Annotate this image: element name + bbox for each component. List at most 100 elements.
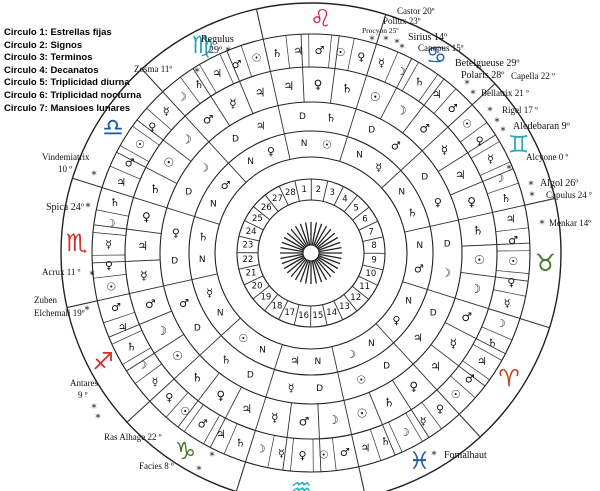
decan-glyph: ☉ [474,253,485,267]
ring-circle [91,33,531,473]
center-sun [280,222,342,284]
divider-line [109,165,141,180]
divider-line [103,312,135,324]
divider-line [108,310,172,338]
sun-ray [280,246,304,253]
divider-line [111,330,143,345]
divider-line [293,304,300,326]
divider-line [352,206,370,221]
divider-line [368,392,396,456]
divider-line [166,207,220,225]
zodiac-sign-sagittarius-icon: ♐ [92,348,114,376]
triplicity-night-glyph: ♀ [392,314,400,327]
divider-line [162,91,186,117]
star-asterisk-icon: * [399,42,405,55]
triplicity-night-glyph: ♄ [198,231,208,244]
wheel-spokes [66,8,556,491]
divider-line [450,168,514,196]
decan-glyph: ☿ [441,143,448,157]
star-asterisk-icon: * [431,449,437,462]
divider-line [329,35,340,104]
triplicity-night-glyph: ☉ [238,332,248,345]
term-glyph: ☽ [137,359,147,372]
divider-line [447,104,473,128]
divider-line [199,64,217,94]
term-glyph: ♂ [448,102,458,115]
mansion-number: 4 [342,194,347,204]
term-glyph: ☿ [105,238,112,251]
divider-line [471,83,496,106]
day-marker: D [421,172,428,182]
day-marker: D [316,384,323,394]
divider-line [343,195,358,212]
divider-line [487,182,519,194]
star-label-pollux: Pollux 23º [383,16,421,26]
sun-ray [315,228,332,248]
divider-line [209,386,242,448]
mansion-number: 27 [272,194,283,204]
zodiac-sign-libra-icon: ♎ [102,113,124,141]
divider-line [278,185,289,206]
divider-line [331,346,345,401]
term-glyph: ☿ [420,415,427,428]
sun-ray [311,260,318,284]
star-asterisk-icon: * [91,402,97,415]
triplicity-night-glyph: ♄ [407,206,417,219]
zodiac-sign-aquarius-icon: ♒ [290,473,312,491]
divider-line [436,389,460,415]
term-glyph: ♀ [165,391,173,404]
divider-line [238,235,260,242]
divider-line [366,43,377,76]
sun-ray [290,258,307,278]
term-glyph: ♃ [293,44,303,57]
mansion-number: 2 [316,185,321,195]
divider-line [495,227,529,232]
star-label-capulus: Capulus 24 º [546,190,592,200]
triplicity-night-glyph: ♂ [221,179,231,192]
divider-line [375,323,414,365]
term-glyph: ♄ [110,196,120,209]
ring-circle [214,156,408,350]
decan-glyph: ♃ [137,239,148,253]
decan-glyph: ☉ [370,90,381,104]
term-glyph: ♂ [232,58,242,71]
term-glyph: ♄ [127,340,137,353]
mansion-number: 7 [368,227,373,237]
mansion-number: 21 [246,269,257,279]
star-asterisk-icon: * [196,464,202,477]
legend-line: Circulo 2: Signos [4,39,83,51]
term-glyph: ♀ [357,50,365,63]
divider-line [450,375,476,399]
zodiac-sign-aries-icon: ♈ [498,365,520,393]
mansion-number: 15 [312,311,323,321]
triplicity-day-glyph: ♂ [391,140,401,153]
divider-line [352,285,369,300]
star-asterisk-icon: * [487,105,493,118]
triplicity-day-glyph: ♂ [179,297,189,310]
night-marker: N [405,296,412,306]
night-marker: N [356,150,363,160]
term-glyph: ♃ [212,67,222,80]
sun-ray [318,241,341,251]
term-glyph: ♄ [194,78,204,91]
mansion-number: 6 [362,214,367,224]
mansion-number: 28 [285,188,296,198]
decan-glyph: ♃ [455,168,466,182]
term-glyph: ♂ [508,234,518,247]
star-label-antares-degree: 9 º [78,390,88,400]
mansion-number: 11 [359,282,370,292]
divider-line [472,343,502,361]
sun-ray [317,236,339,250]
divider-line [235,461,247,491]
decan-glyph: ☽ [328,413,339,427]
night-marker: N [259,346,266,356]
divider-line [277,105,291,160]
divider-line [132,125,160,146]
ring-circle [159,101,463,405]
term-glyph: ☉ [135,138,145,151]
decan-glyph: ☿ [271,411,278,425]
triplicity-day-glyph: ☽ [199,162,209,175]
mansion-number: 10 [365,269,376,279]
divider-line [347,38,355,71]
